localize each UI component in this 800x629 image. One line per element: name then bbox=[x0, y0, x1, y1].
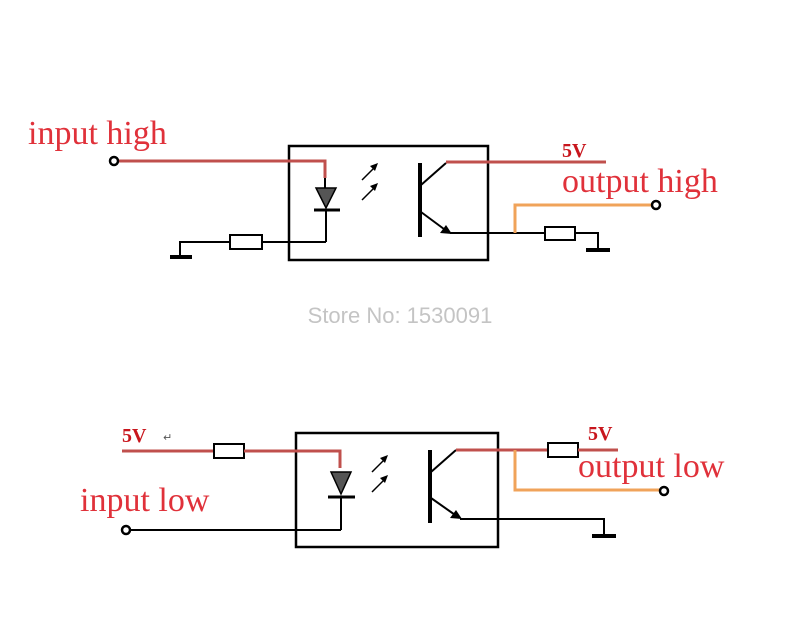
top-phototransistor-icon bbox=[418, 162, 452, 237]
top-circuit: input high 5V output high bbox=[28, 115, 718, 262]
top-optocoupler-box bbox=[287, 144, 490, 262]
bottom-supply-out-label: 5V bbox=[588, 423, 613, 445]
top-output-wire bbox=[513, 203, 652, 233]
top-ground-wire-right bbox=[575, 232, 599, 249]
top-input-terminal bbox=[108, 155, 120, 167]
store-watermark: Store No: 1530091 bbox=[308, 303, 493, 328]
bottom-output-label: output low bbox=[578, 448, 725, 485]
top-ground-wire-left bbox=[179, 241, 230, 256]
bottom-optocoupler-box bbox=[294, 431, 500, 549]
top-input-label: input high bbox=[28, 115, 167, 152]
bottom-output-resistor bbox=[547, 442, 579, 458]
bottom-light-arrows-icon bbox=[371, 455, 388, 493]
top-output-label: output high bbox=[562, 163, 718, 200]
bottom-led-feed-wire bbox=[244, 449, 342, 468]
bottom-emitter-wire bbox=[460, 518, 605, 535]
top-output-resistor bbox=[544, 226, 576, 241]
bottom-input-label: input low bbox=[80, 482, 210, 519]
top-led-icon bbox=[314, 178, 340, 242]
top-light-arrows-icon bbox=[361, 163, 378, 201]
bottom-output-wire bbox=[513, 450, 660, 492]
bottom-led-icon bbox=[328, 471, 355, 530]
bottom-phototransistor-icon bbox=[428, 449, 462, 523]
bottom-output-terminal bbox=[658, 485, 670, 497]
top-input-resistor bbox=[229, 234, 263, 250]
top-output-terminal bbox=[650, 199, 662, 211]
bottom-circuit: ↵ bbox=[80, 423, 725, 549]
bottom-supply-in-label: 5V bbox=[122, 425, 147, 447]
return-mark-icon: ↵ bbox=[163, 431, 172, 444]
bottom-input-resistor bbox=[213, 443, 245, 459]
top-input-wire bbox=[118, 159, 327, 178]
bottom-input-terminal bbox=[120, 524, 132, 536]
top-supply-label: 5V bbox=[562, 140, 587, 162]
